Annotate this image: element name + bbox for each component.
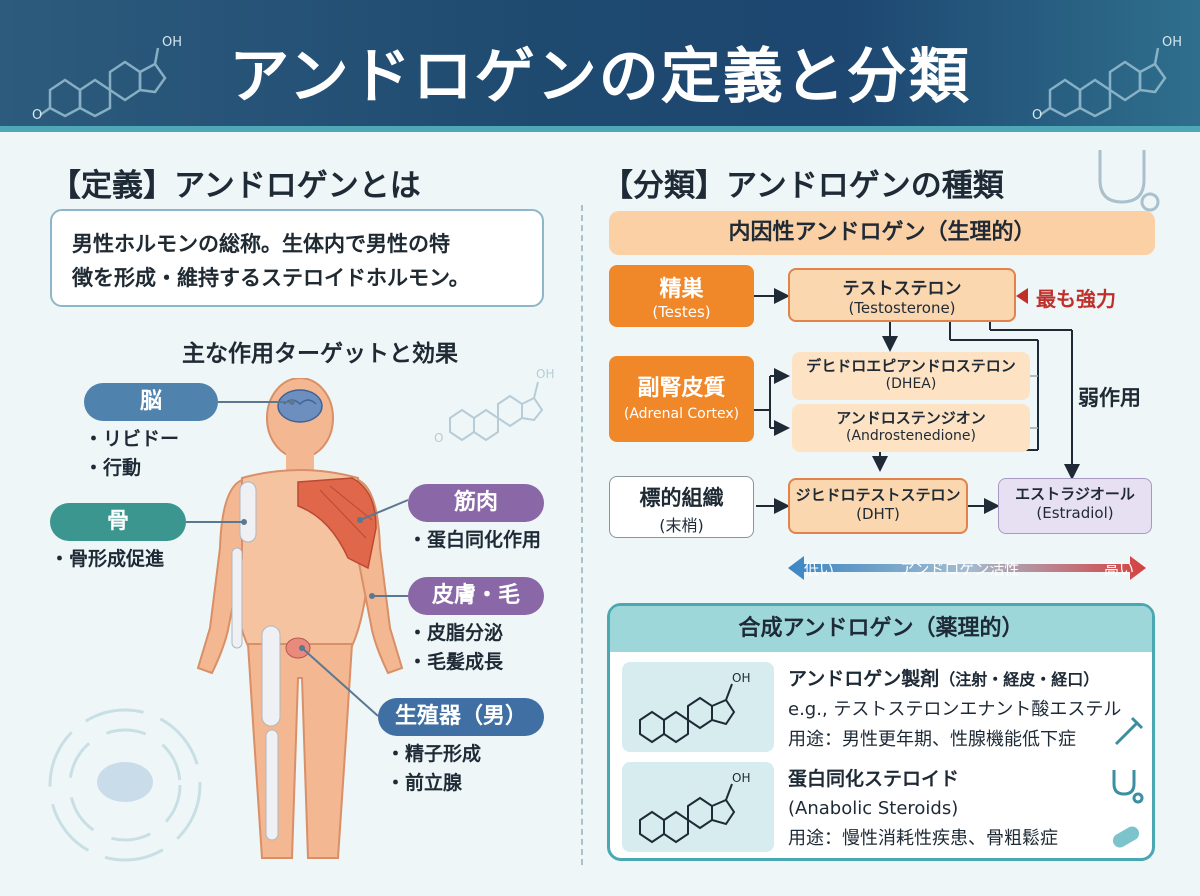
decorative-circles	[48, 708, 202, 862]
androstenedione-box: アンドロステンジオン (Androstenedione)	[792, 404, 1030, 452]
svg-text:O: O	[1032, 108, 1042, 120]
classification-heading: 【分類】アンドロゲンの種類	[602, 168, 1004, 204]
activity-low-label: 低い	[804, 560, 835, 578]
dht-jp: ジヒドロテストステロン	[795, 486, 961, 504]
page-title: アンドロゲンの定義と分類	[229, 42, 971, 112]
drug-title-note: （注射・経皮・経口）	[939, 670, 1100, 689]
androstenedione-en: (Androstenedione)	[846, 428, 976, 444]
definition-heading: 【定義】アンドロゲンとは	[50, 168, 421, 204]
svg-text:OH: OH	[162, 35, 182, 50]
testosterone-en: (Testosterone)	[848, 299, 956, 317]
effect-item: ・毛髪成長	[408, 651, 504, 673]
svg-text:O: O	[434, 431, 443, 445]
drug-line3: 用途：慢性消耗性疾患、骨粗鬆症	[788, 828, 1058, 849]
testes-jp: 精巣	[659, 277, 704, 302]
target-tissue-jp: 標的組織	[639, 486, 724, 510]
activity-label: アンドロゲン活性	[900, 560, 1020, 578]
strongest-label: 最も強力	[1036, 287, 1116, 311]
synthetic-section: 合成アンドロゲン（薬理的） OH アンドロゲン製剤（注射・経皮・経口） e.g.…	[607, 603, 1155, 861]
molecule-card: OH	[622, 662, 774, 752]
steroid-molecule-icon: OH	[639, 771, 750, 844]
molecule-oh-label: OH	[732, 771, 750, 785]
target-bone-label: 骨	[50, 503, 186, 541]
adrenal-en: (Adrenal Cortex)	[623, 406, 740, 422]
header-banner: OH O アンドロゲンの定義と分類 OH O	[0, 0, 1200, 132]
svg-text:OH: OH	[536, 367, 554, 381]
pill-icon	[1112, 826, 1140, 848]
drug-item: アンドロゲン製剤（注射・経皮・経口） e.g., テストステロンエナント酸エステ…	[788, 664, 1121, 755]
svg-text:O: O	[32, 108, 42, 120]
weak-action-label: 弱作用	[1078, 386, 1141, 410]
target-tissue-en: (末梢)	[659, 516, 704, 535]
dhea-jp: デヒドロエピアンドロステロン	[806, 357, 1016, 375]
effect-item: ・蛋白同化作用	[408, 529, 542, 551]
target-reproductive-effects: ・精子形成 ・前立腺	[386, 740, 481, 798]
stethoscope-icon	[1098, 150, 1160, 212]
testes-box: 精巣 (Testes)	[609, 265, 754, 327]
section-divider	[581, 205, 583, 865]
testosterone-box: テストステロン (Testosterone)	[788, 268, 1016, 322]
drug-line2: e.g., テストステロンエナント酸エステル	[788, 699, 1122, 720]
steroid-molecule-icon: OH O	[1032, 35, 1182, 120]
drug-item: 蛋白同化ステロイド (Anabolic Steroids) 用途：慢性消耗性疾患…	[788, 764, 1058, 854]
dhea-en: (DHEA)	[885, 376, 937, 392]
effect-item: ・リビドー	[84, 428, 180, 450]
androstenedione-jp: アンドロステンジオン	[836, 409, 986, 427]
adrenal-jp: 副腎皮質	[637, 376, 726, 401]
target-reproductive-label: 生殖器（男）	[378, 698, 544, 736]
testes-en: (Testes)	[652, 303, 711, 321]
dhea-box: デヒドロエピアンドロステロン (DHEA)	[792, 352, 1030, 400]
connector-lines	[186, 399, 409, 717]
synthetic-header: 合成アンドロゲン（薬理的）	[610, 606, 1152, 652]
target-tissue-box: 標的組織 (末梢)	[609, 476, 754, 538]
target-skin-effects: ・皮脂分泌 ・毛髪成長	[408, 619, 503, 677]
target-muscle-label: 筋肉	[408, 484, 544, 522]
steroid-molecule-icon: OH O	[434, 367, 554, 445]
target-muscle-effects: ・蛋白同化作用	[408, 526, 541, 555]
stethoscope-icon	[1112, 770, 1144, 804]
drug-line2: (Anabolic Steroids)	[788, 798, 959, 819]
effect-item: ・骨形成促進	[50, 548, 165, 570]
definition-line: 男性ホルモンの総称。生体内で男性の特	[72, 232, 450, 256]
effect-item: ・行動	[84, 457, 142, 479]
dht-en: (DHT)	[856, 505, 900, 523]
effect-item: ・前立腺	[386, 772, 463, 794]
estradiol-box: エストラジオール (Estradiol)	[998, 478, 1152, 534]
steroid-molecule-icon: OH O	[32, 35, 182, 120]
effect-item: ・皮脂分泌	[408, 622, 504, 644]
molecule-card: OH	[622, 762, 774, 852]
drug-title: 蛋白同化ステロイド	[788, 768, 960, 790]
target-brain-effects: ・リビドー ・行動	[84, 425, 179, 483]
endogenous-header: 内因性アンドロゲン（生理的）	[609, 211, 1155, 255]
target-brain-label: 脳	[84, 383, 218, 421]
estradiol-en: (Estradiol)	[1036, 504, 1114, 522]
dht-box: ジヒドロテストステロン (DHT)	[788, 478, 968, 534]
activity-high-label: 高い	[1104, 560, 1135, 578]
effect-item: ・精子形成	[386, 743, 482, 765]
target-skin-label: 皮膚・毛	[408, 577, 544, 615]
molecule-oh-label: OH	[732, 671, 750, 685]
drug-line3: 用途：男性更年期、性腺機能低下症	[788, 729, 1076, 750]
targets-title: 主な作用ターゲットと効果	[182, 341, 458, 367]
estradiol-jp: エストラジオール	[1015, 485, 1135, 503]
drug-title: アンドロゲン製剤	[788, 668, 940, 690]
steroid-molecule-icon: OH	[639, 671, 750, 744]
definition-line: 徴を形成・維持するステロイドホルモン。	[72, 266, 470, 290]
definition-box: 男性ホルモンの総称。生体内で男性の特 徴を形成・維持するステロイドホルモン。	[50, 209, 544, 307]
adrenal-box: 副腎皮質 (Adrenal Cortex)	[609, 356, 754, 442]
svg-text:OH: OH	[1162, 35, 1182, 50]
testosterone-jp: テストステロン	[842, 279, 962, 299]
syringe-icon	[1114, 716, 1144, 746]
human-body-figure	[196, 378, 404, 859]
endogenous-header-text: 内因性アンドロゲン（生理的）	[728, 220, 1036, 245]
target-bone-effects: ・骨形成促進	[50, 545, 164, 574]
